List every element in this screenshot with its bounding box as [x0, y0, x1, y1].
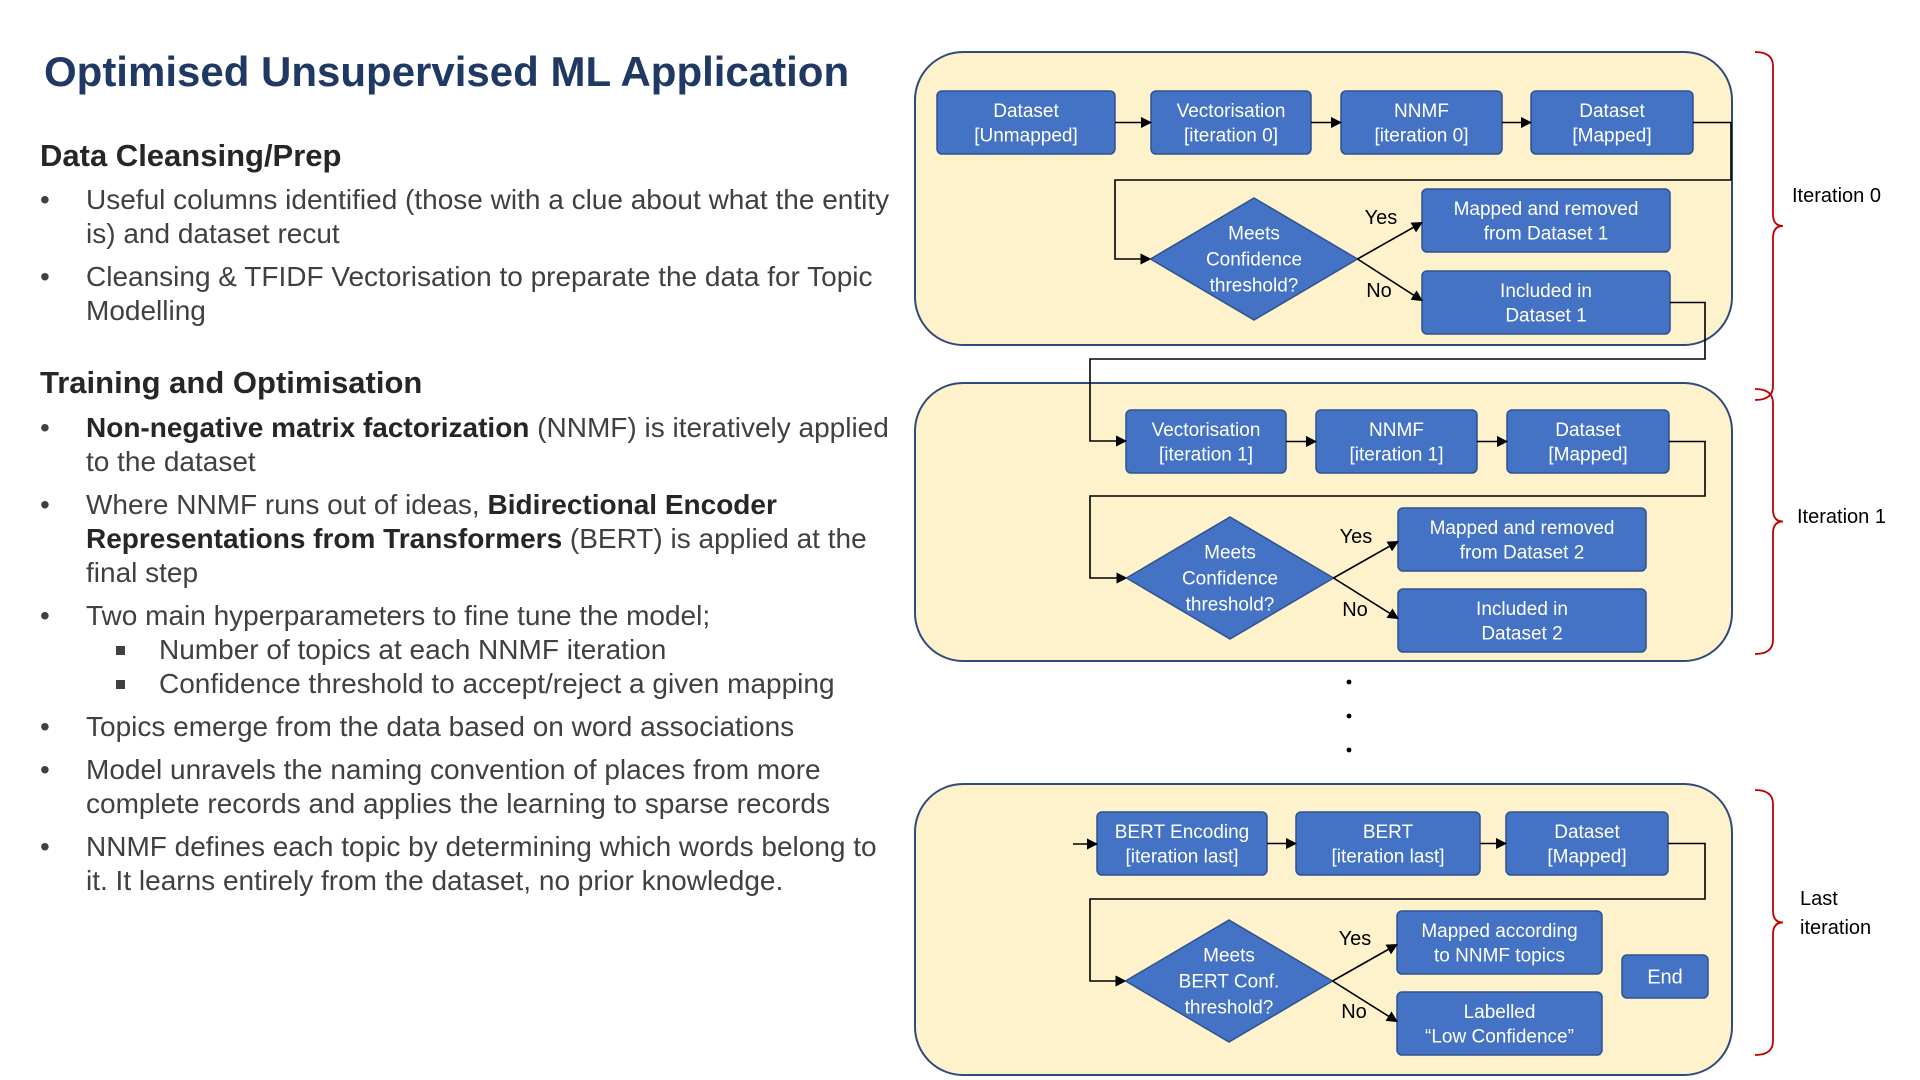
- process-box-label: Dataset[Mapped]: [1548, 420, 1627, 466]
- bullet-item: NNMF defines each topic by determining w…: [40, 830, 900, 898]
- bullet-text: Topics emerge from the data based on wor…: [86, 711, 795, 742]
- iteration-bracket: [1754, 789, 1784, 1056]
- decision-diamond: [1149, 197, 1359, 321]
- iteration-connector: [1089, 301, 1706, 447]
- process-box-label: BERT Encoding[iteration last]: [1115, 822, 1250, 868]
- process-box-label: Vectorisation[iteration 0]: [1177, 101, 1286, 147]
- yes-label: Yes: [1340, 526, 1373, 548]
- ellipsis-dot: [1346, 679, 1352, 685]
- no-label: No: [1341, 1001, 1367, 1023]
- no-outcome-box: [1396, 991, 1603, 1056]
- bullet-item: Model unravels the naming convention of …: [40, 753, 900, 821]
- no-arrow: [1357, 258, 1423, 302]
- section-heading-data-cleansing: Data Cleansing/Prep: [40, 138, 342, 173]
- bullet-item: Topics emerge from the data based on wor…: [40, 710, 900, 744]
- bullet-text: Two main hyperparameters to fine tune th…: [86, 600, 711, 631]
- no-arrow: [1332, 980, 1398, 1023]
- bullet-item: Where NNMF runs out of ideas, Bidirectio…: [40, 488, 900, 590]
- bullet-item: Non-negative matrix factorization (NNMF)…: [40, 411, 900, 479]
- yes-label: Yes: [1365, 207, 1398, 229]
- bullet-list-training: Non-negative matrix factorization (NNMF)…: [40, 411, 900, 907]
- bullet-bold-text: Non-negative matrix factorization: [86, 412, 530, 443]
- flow-arrow: [1089, 842, 1706, 987]
- flow-arrow: [1089, 440, 1706, 584]
- decision-diamond: [1124, 919, 1334, 1043]
- iteration-bracket: [1754, 388, 1784, 655]
- flow-arrow: [1114, 121, 1732, 265]
- no-label: No: [1342, 599, 1368, 621]
- bullet-text: Useful columns identified (those with a …: [86, 184, 890, 249]
- yes-arrow: [1357, 221, 1423, 260]
- yes-label: Yes: [1339, 928, 1372, 950]
- bullet-bold-text: Bidirectional Encoder Representations fr…: [86, 489, 777, 554]
- end-box: [1621, 954, 1709, 999]
- yes-outcome-box: [1397, 507, 1647, 572]
- bullet-text: NNMF defines each topic by determining w…: [86, 831, 877, 896]
- no-arrow: [1333, 577, 1399, 620]
- bullet-text: Cleansing & TFIDF Vectorisation to prepa…: [86, 261, 873, 326]
- process-box-label: Dataset[Mapped]: [1547, 822, 1626, 868]
- bullet-text: Where NNMF runs out of ideas,: [86, 489, 488, 520]
- bullet-list-data-cleansing: Useful columns identified (those with a …: [40, 183, 900, 337]
- bullet-text: (BERT) is applied at the final step: [86, 523, 867, 588]
- process-box-label: BERT[iteration last]: [1332, 822, 1445, 868]
- iteration-bracket: [1754, 51, 1784, 401]
- bullet-item: Useful columns identified (those with a …: [40, 183, 900, 251]
- ellipsis-dot: [1346, 747, 1352, 753]
- no-outcome-box: [1397, 588, 1647, 653]
- end-box-label: End: [1647, 967, 1683, 989]
- yes-outcome-box: [1396, 910, 1603, 975]
- sub-bullet-item: Confidence threshold to accept/reject a …: [86, 667, 900, 701]
- bullet-text: Model unravels the naming convention of …: [86, 754, 830, 819]
- bullet-text: (NNMF) is iteratively applied to the dat…: [86, 412, 889, 477]
- text-panel: Optimised Unsupervised ML Application Da…: [0, 0, 900, 1080]
- iteration-label: Iteration 1: [1797, 506, 1886, 528]
- iteration-label: Iteration 0: [1792, 185, 1881, 207]
- yes-arrow: [1333, 540, 1399, 579]
- bullet-item: Cleansing & TFIDF Vectorisation to prepa…: [40, 260, 900, 328]
- ellipsis-dot: [1346, 713, 1352, 719]
- process-box-label: Dataset[Unmapped]: [974, 101, 1078, 147]
- section-heading-training: Training and Optimisation: [40, 365, 423, 400]
- no-outcome-box-label: Labelled“Low Confidence”: [1425, 1002, 1574, 1048]
- process-box-label: Dataset[Mapped]: [1572, 101, 1651, 147]
- decision-diamond: [1125, 516, 1335, 640]
- page-title: Optimised Unsupervised ML Application: [44, 48, 850, 95]
- bullet-item: Two main hyperparameters to fine tune th…: [40, 599, 900, 701]
- yes-outcome-box: [1421, 188, 1671, 253]
- process-box-label: NNMF[iteration 1]: [1350, 420, 1444, 466]
- yes-arrow: [1332, 943, 1398, 982]
- no-label: No: [1366, 280, 1392, 302]
- process-box-label: Vectorisation[iteration 1]: [1152, 420, 1261, 466]
- sub-bullet-item: Number of topics at each NNMF iteration: [86, 633, 900, 667]
- process-box-label: NNMF[iteration 0]: [1375, 101, 1469, 147]
